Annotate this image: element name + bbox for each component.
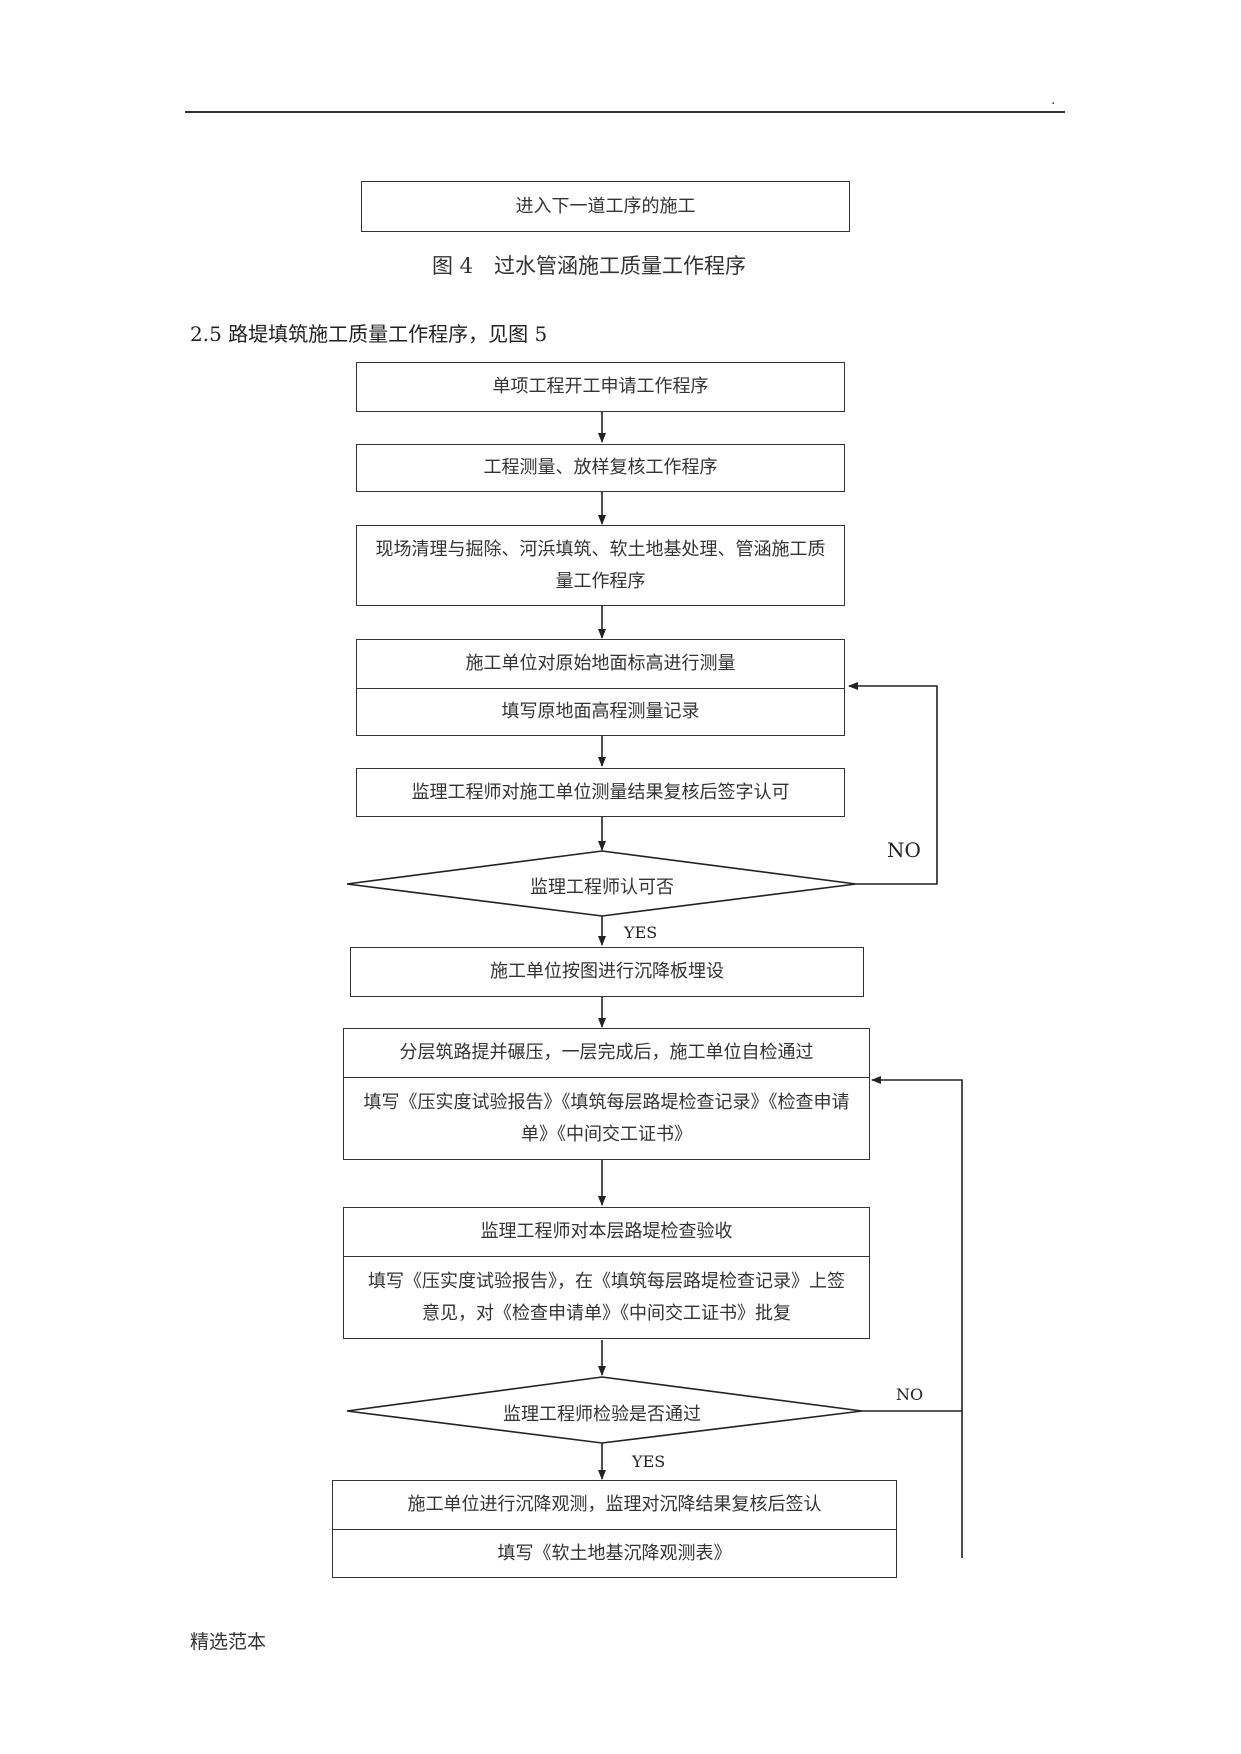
step-ground-measure-top: 施工单位对原始地面标高进行测量 bbox=[465, 653, 736, 674]
step-layer-compaction-bottom: 填写《压实度试验报告》《填筑每层路堤检查记录》《检查申请单》《中间交工证书》 bbox=[344, 1077, 869, 1159]
step-start-application-text: 单项工程开工申请工作程序 bbox=[492, 376, 709, 397]
step-supervisor-verify: 监理工程师对施工单位测量结果复核后签字认可 bbox=[356, 768, 845, 817]
header-rule bbox=[185, 111, 1065, 113]
section-heading: 2.5 路堤填筑施工质量工作程序，见图 5 bbox=[190, 322, 548, 346]
step-settlement-plate-text: 施工单位按图进行沉降板埋设 bbox=[490, 961, 724, 982]
step-layer-inspection-top: 监理工程师对本层路堤检查验收 bbox=[480, 1221, 733, 1242]
decision-1-yes: YES bbox=[624, 923, 658, 942]
step-layer-inspection-bottom: 填写《压实度试验报告》，在《填筑每层路堤检查记录》上签意见，对《检查申请单》《中… bbox=[344, 1256, 869, 1338]
decision-2-text: 监理工程师检验是否通过 bbox=[503, 1404, 701, 1425]
loop-no-1 bbox=[848, 682, 938, 885]
step-settlement-observation-bottom: 填写《软土地基沉降观测表》 bbox=[333, 1529, 896, 1577]
decision-2-yes: YES bbox=[632, 1452, 666, 1471]
step-settlement-plate: 施工单位按图进行沉降板埋设 bbox=[350, 947, 864, 997]
footer-text: 精选范本 bbox=[190, 1631, 267, 1653]
header-marker: . bbox=[1051, 92, 1056, 108]
decision-1-diamond bbox=[346, 850, 857, 917]
step-supervisor-verify-text: 监理工程师对施工单位测量结果复核后签字认可 bbox=[411, 781, 790, 803]
step-ground-measure: 施工单位对原始地面标高进行测量 填写原地面高程测量记录 bbox=[356, 639, 845, 736]
step-survey-text: 工程测量、放样复核工作程序 bbox=[483, 457, 718, 478]
loop-no-2 bbox=[862, 1076, 963, 1412]
fig4-next-step-text: 进入下一道工序的施工 bbox=[515, 195, 696, 217]
decision-1-no: NO bbox=[887, 838, 921, 862]
fig4-next-step-box: 进入下一道工序的施工 bbox=[361, 181, 850, 232]
step-site-clearing-text: 现场清理与掘除、河浜填筑、软土地基处理、管涵施工质量工作程序 bbox=[375, 538, 826, 592]
step-settlement-observation-top: 施工单位进行沉降观测，监理对沉降结果复核后签认 bbox=[407, 1494, 822, 1515]
step-survey: 工程测量、放样复核工作程序 bbox=[356, 444, 845, 492]
step-settlement-observation: 施工单位进行沉降观测，监理对沉降结果复核后签认 填写《软土地基沉降观测表》 bbox=[332, 1480, 897, 1578]
step-site-clearing: 现场清理与掘除、河浜填筑、软土地基处理、管涵施工质量工作程序 bbox=[356, 525, 845, 606]
decision-2-no: NO bbox=[896, 1385, 924, 1404]
decision-1-text: 监理工程师认可否 bbox=[530, 877, 674, 898]
step-layer-inspection: 监理工程师对本层路堤检查验收 填写《压实度试验报告》，在《填筑每层路堤检查记录》… bbox=[343, 1207, 870, 1339]
step-start-application: 单项工程开工申请工作程序 bbox=[356, 362, 845, 412]
decision-2-diamond bbox=[346, 1376, 863, 1444]
step-ground-measure-bottom: 填写原地面高程测量记录 bbox=[357, 688, 844, 735]
fig4-caption: 图 4 过水管涵施工质量工作程序 bbox=[432, 254, 747, 278]
step-layer-compaction: 分层筑路提并碾压，一层完成后，施工单位自检通过 填写《压实度试验报告》《填筑每层… bbox=[343, 1028, 870, 1160]
step-layer-compaction-top: 分层筑路提并碾压，一层完成后，施工单位自检通过 bbox=[399, 1042, 814, 1063]
